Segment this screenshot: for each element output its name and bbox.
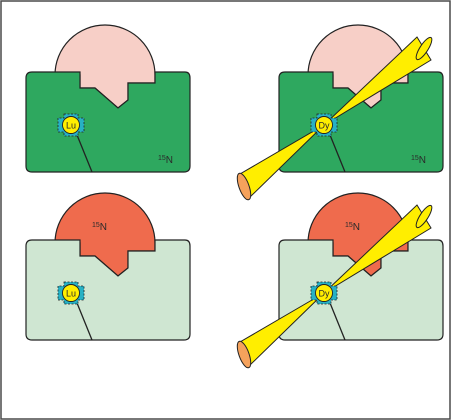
metal-label: Dy <box>319 121 330 131</box>
metal-label: Lu <box>66 121 76 131</box>
metal-label: Dy <box>319 289 330 299</box>
metal-label: Lu <box>66 289 76 299</box>
